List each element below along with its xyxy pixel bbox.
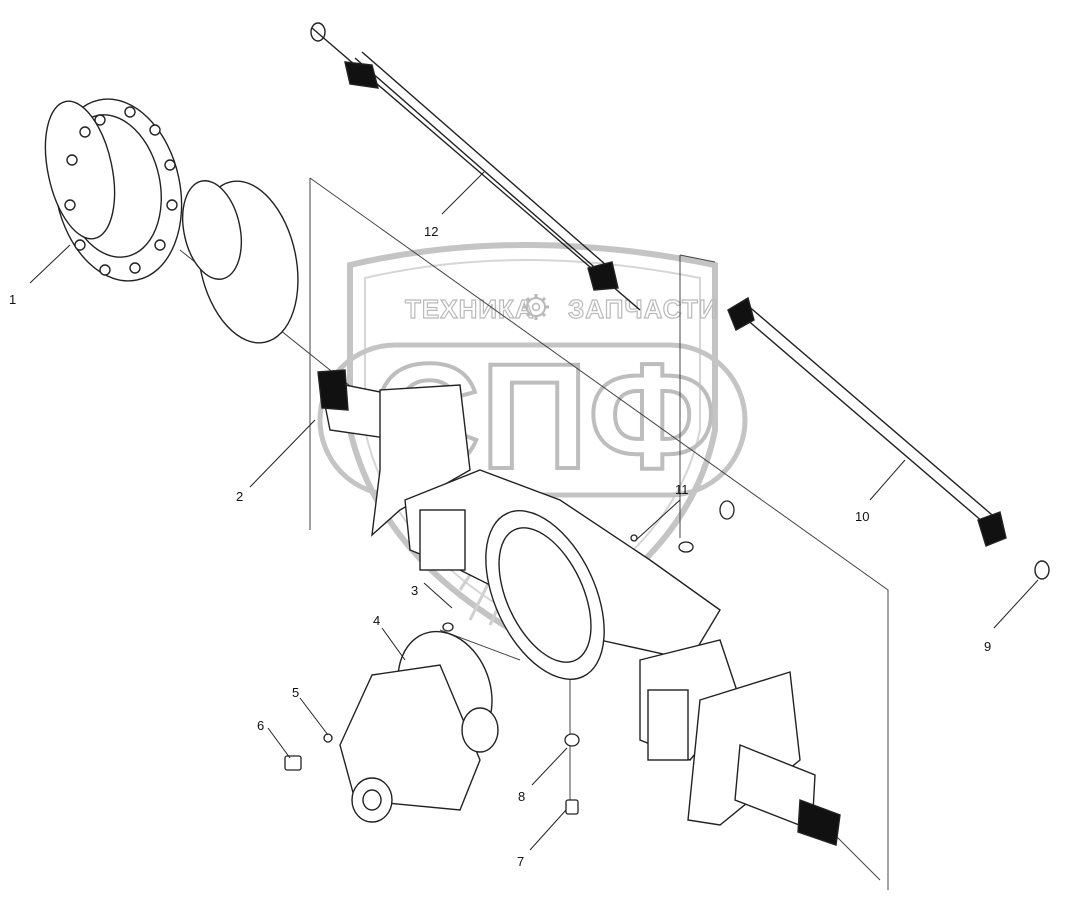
callout-12: 12 [424, 224, 438, 239]
callout-2: 2 [236, 489, 243, 504]
plug-7 [565, 799, 579, 815]
washer-5 [323, 733, 333, 743]
oring [678, 541, 694, 553]
callout-11: 11 [675, 482, 689, 497]
differential [339, 630, 499, 823]
bolt-6 [284, 755, 302, 771]
plug-top [719, 500, 735, 520]
callout-8: 8 [518, 789, 525, 804]
callout-10: 10 [855, 509, 869, 524]
left-spindle [317, 369, 471, 537]
callout-1: 1 [9, 292, 16, 307]
axle-housing [404, 469, 741, 761]
leader-lines [29, 171, 1039, 851]
callout-9: 9 [984, 639, 991, 654]
callout-4: 4 [373, 613, 380, 628]
watermark-shield [347, 242, 718, 644]
wheel-hub [44, 98, 299, 344]
watermark-left-text: ТЕХНИКА [405, 294, 535, 324]
callout-5: 5 [292, 685, 299, 700]
small-parts [284, 500, 735, 815]
seal-8 [564, 733, 580, 747]
callout-labels: 1 2 3 4 5 6 7 8 9 10 11 12 [9, 224, 991, 869]
gear-icon [523, 294, 549, 320]
axle-shaft-long [310, 22, 641, 311]
breather-11 [630, 534, 638, 542]
watermark-right-text: ЗАПЧАСТИ [568, 294, 719, 324]
axle-shaft-short [727, 296, 1050, 580]
callout-3: 3 [411, 583, 418, 598]
callout-7: 7 [517, 854, 524, 869]
callout-6: 6 [257, 718, 264, 733]
right-spindle [687, 671, 841, 846]
